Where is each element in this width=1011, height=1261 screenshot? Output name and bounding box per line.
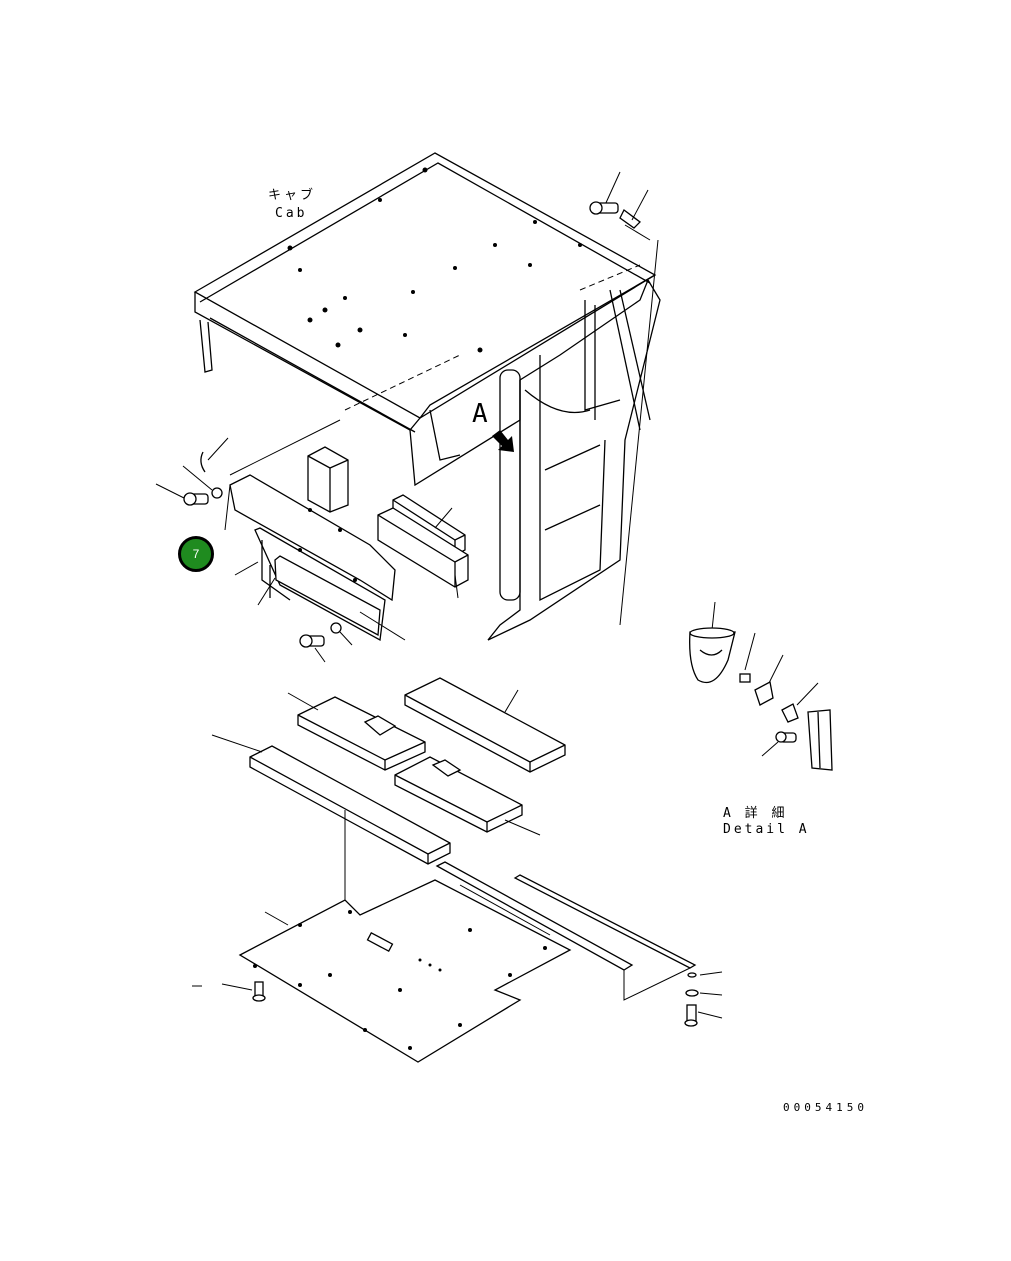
insulation-blocks [307, 446, 469, 599]
view-a-arrow [492, 430, 514, 452]
part-callout-7[interactable]: 7 [178, 536, 214, 572]
detail-a-label-jp: A 詳 細 [723, 806, 788, 821]
callout-number: 7 [192, 547, 200, 561]
detail-a-parts [689, 601, 833, 771]
view-marker-label: A [472, 399, 488, 429]
top-right-fasteners [589, 171, 659, 626]
left-panel-group [224, 419, 406, 642]
bottom-fasteners [192, 971, 723, 1027]
drawing-number: 00054150 [783, 1101, 868, 1114]
cab-frame [344, 264, 661, 641]
floor-plate [221, 861, 697, 1063]
cab-roof [193, 152, 657, 433]
cab-label-jp: キャブ [268, 188, 317, 203]
left-fasteners [155, 437, 353, 663]
detail-a-label-en: Detail A [723, 822, 810, 837]
cab-label-en: Cab [275, 206, 308, 221]
floor-mats [211, 677, 566, 905]
